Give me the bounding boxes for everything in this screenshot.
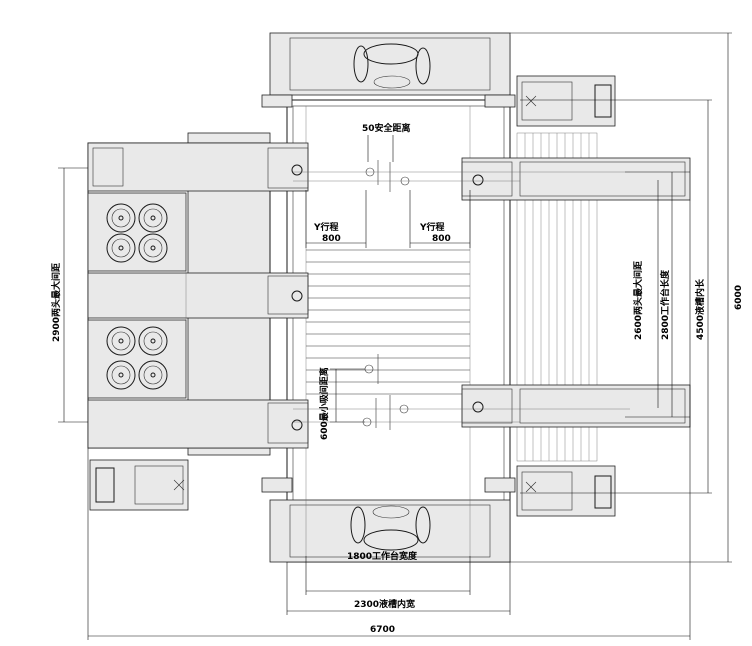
overall-height-label: 6000 [734,285,744,310]
travel-left-value: 800 [322,234,341,244]
spindle-icon [106,203,168,263]
spindle-group [87,192,187,272]
spindle-group [87,319,187,399]
bottom-operator-station [261,477,516,563]
overall-width-label: 6700 [370,625,395,635]
table-width-label: 1800工作台宽度 [347,550,418,562]
table-length-label: 2800工作台长度 [659,269,671,340]
tank-inner-width-label: 2300液槽内宽 [354,598,415,610]
max-spacing-left-label: 2900两头最大间距 [50,263,62,342]
tank-inner-length-label: 4500液槽内长 [694,278,706,340]
left-gantry [87,132,309,456]
spindle-icon [106,326,168,390]
max-spacing-right-label: 2600两头最大间距 [632,261,644,340]
y-travel-right-label: Y行程 [419,221,445,233]
right-electrical-cabinet [516,465,616,517]
operator-head-icon [363,529,419,551]
right-gantry [461,132,691,462]
right-electrical-cabinet [516,75,616,127]
worktable-slats [305,106,471,556]
dimension-lines [58,32,732,640]
travel-right-value: 800 [432,234,451,244]
suction-head-marks [362,160,410,430]
top-operator-station [261,32,516,108]
left-electrical-cabinet [89,459,189,511]
y-travel-left-label: Y行程 [313,221,339,233]
min-spacing-label: 600最小吸间距离 [318,367,330,440]
safety-distance-label: 50安全距离 [362,122,411,134]
